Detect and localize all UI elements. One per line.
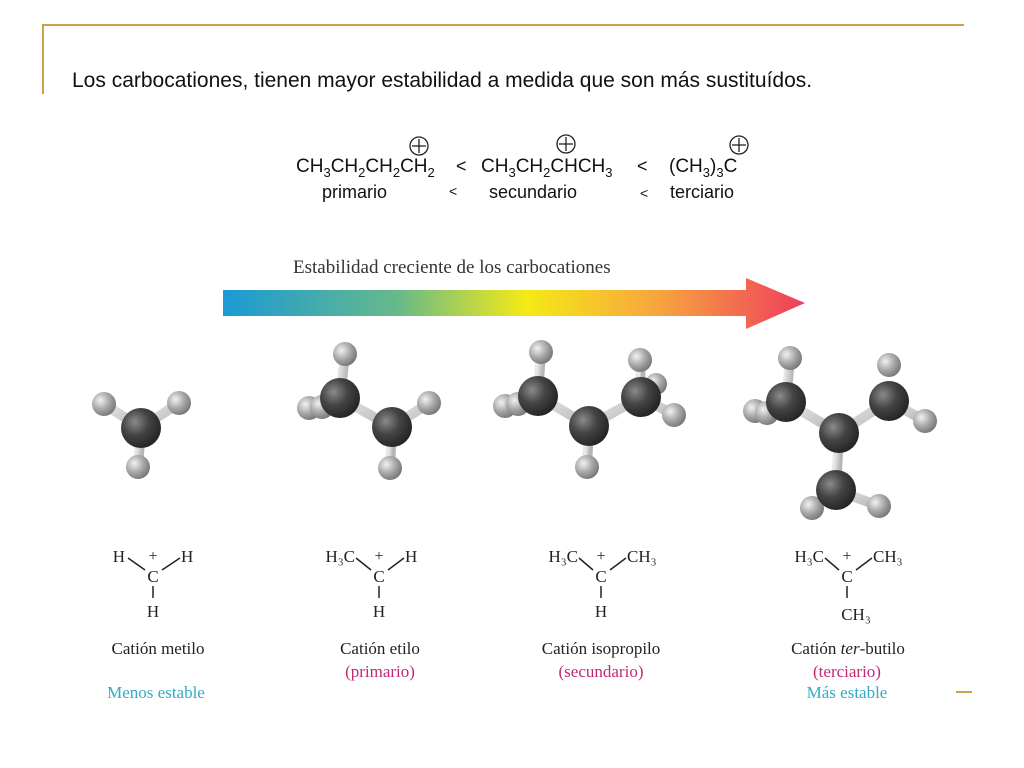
carbon-atom <box>819 413 859 453</box>
tertiary-formula: (CH3)3C <box>669 156 737 180</box>
central-carbon: C <box>841 567 852 586</box>
cation-name: Catión isopropilo <box>542 639 661 658</box>
molecule-ethyl-cation <box>297 342 441 480</box>
hydrogen-atom <box>800 496 824 520</box>
substituent-bottom: H <box>373 602 385 621</box>
cation-name: Catión metilo <box>111 639 204 658</box>
hydrogen-atom <box>778 346 802 370</box>
carbon-atom <box>816 470 856 510</box>
hydrogen-atom <box>913 409 937 433</box>
hydrogen-atom <box>529 340 553 364</box>
carbon-atom <box>869 381 909 421</box>
less-than-4: < <box>640 185 648 201</box>
carbon-atom <box>569 406 609 446</box>
hydrogen-atom <box>575 455 599 479</box>
structure-ethyl: H₃C + H C H <box>325 547 417 621</box>
charge-plus: + <box>596 548 605 565</box>
charge-plus: + <box>148 548 157 565</box>
structure-tert-butyl: H₃C + CH₃ C CH₃ <box>794 547 902 624</box>
hydrogen-atom <box>126 455 150 479</box>
secondary-formula: CH3CH2CHCH3 <box>481 156 613 180</box>
less-than-1: < <box>456 156 467 176</box>
hydrogen-atom <box>92 392 116 416</box>
substituent-left: H₃C <box>548 547 578 566</box>
arrow-label: Estabilidad creciente de los carbocation… <box>293 257 611 278</box>
hydrogen-atom <box>378 456 402 480</box>
hydrogen-atom <box>662 403 686 427</box>
substituent-bottom: CH₃ <box>841 605 871 624</box>
carbocation-equation: CH3CH2CH2CH2 < CH3CH2CHCH3 < (CH3)3C pri… <box>296 134 749 202</box>
carbon-atom <box>121 408 161 448</box>
molecule-isopropyl-cation <box>493 340 686 479</box>
structure-methyl: H + H C H <box>113 547 194 621</box>
hydrogen-atom <box>167 391 191 415</box>
hydrogen-atom <box>628 348 652 372</box>
substituent-bottom: H <box>147 602 159 621</box>
cation-class: (primario) <box>345 662 415 681</box>
cation-class: (terciario) <box>813 662 881 681</box>
substituent-right: H <box>405 547 417 566</box>
substituent-left: H₃C <box>325 547 355 566</box>
carbon-atom <box>320 378 360 418</box>
hydrogen-atom <box>867 494 891 518</box>
central-carbon: C <box>373 567 384 586</box>
stability-more: Más estable <box>807 683 888 702</box>
stability-less: Menos estable <box>107 683 205 702</box>
carbon-atom <box>621 377 661 417</box>
gradient-arrow-shape <box>223 278 805 329</box>
hydrogen-atom <box>333 342 357 366</box>
substituent-left: H <box>113 547 125 566</box>
central-carbon: C <box>595 567 606 586</box>
stability-arrow: Estabilidad creciente de los carbocation… <box>223 257 805 329</box>
substituent-left: H₃C <box>794 547 824 566</box>
frame-corner-dash <box>956 691 972 693</box>
positive-charge-icon <box>409 136 429 156</box>
label-primario: primario <box>322 182 387 202</box>
charge-plus: + <box>374 548 383 565</box>
hydrogen-atom <box>877 353 901 377</box>
carbon-atom <box>518 376 558 416</box>
central-carbon: C <box>147 567 158 586</box>
cation-captions: Catión metilo Menos estable Catión etilo… <box>107 639 905 702</box>
less-than-2: < <box>637 156 648 176</box>
molecule-tert-butyl-cation <box>743 346 937 520</box>
carbon-atom <box>372 407 412 447</box>
substituent-right: H <box>181 547 193 566</box>
label-terciario: terciario <box>670 182 734 202</box>
frame-top-line <box>42 24 964 26</box>
less-than-3: < <box>449 183 457 199</box>
primary-formula: CH3CH2CH2CH2 <box>296 156 435 180</box>
substituent-right: CH₃ <box>873 547 903 566</box>
hydrogen-atom <box>417 391 441 415</box>
substituent-bottom: H <box>595 602 607 621</box>
cation-name: Catión etilo <box>340 639 420 658</box>
carbon-atom <box>766 382 806 422</box>
label-secundario: secundario <box>489 182 577 202</box>
substituent-right: CH₃ <box>627 547 657 566</box>
positive-charge-icon <box>729 135 749 155</box>
cation-class: (secundario) <box>559 662 644 681</box>
charge-plus: + <box>842 548 851 565</box>
structure-isopropyl: H₃C + CH₃ C H <box>548 547 656 621</box>
slide-title: Los carbocationes, tienen mayor estabili… <box>72 69 813 92</box>
positive-charge-icon <box>556 134 576 154</box>
cation-name: Catión ter-butilo <box>791 639 905 658</box>
frame-left-line <box>42 24 44 94</box>
molecule-methyl-cation <box>92 391 191 479</box>
